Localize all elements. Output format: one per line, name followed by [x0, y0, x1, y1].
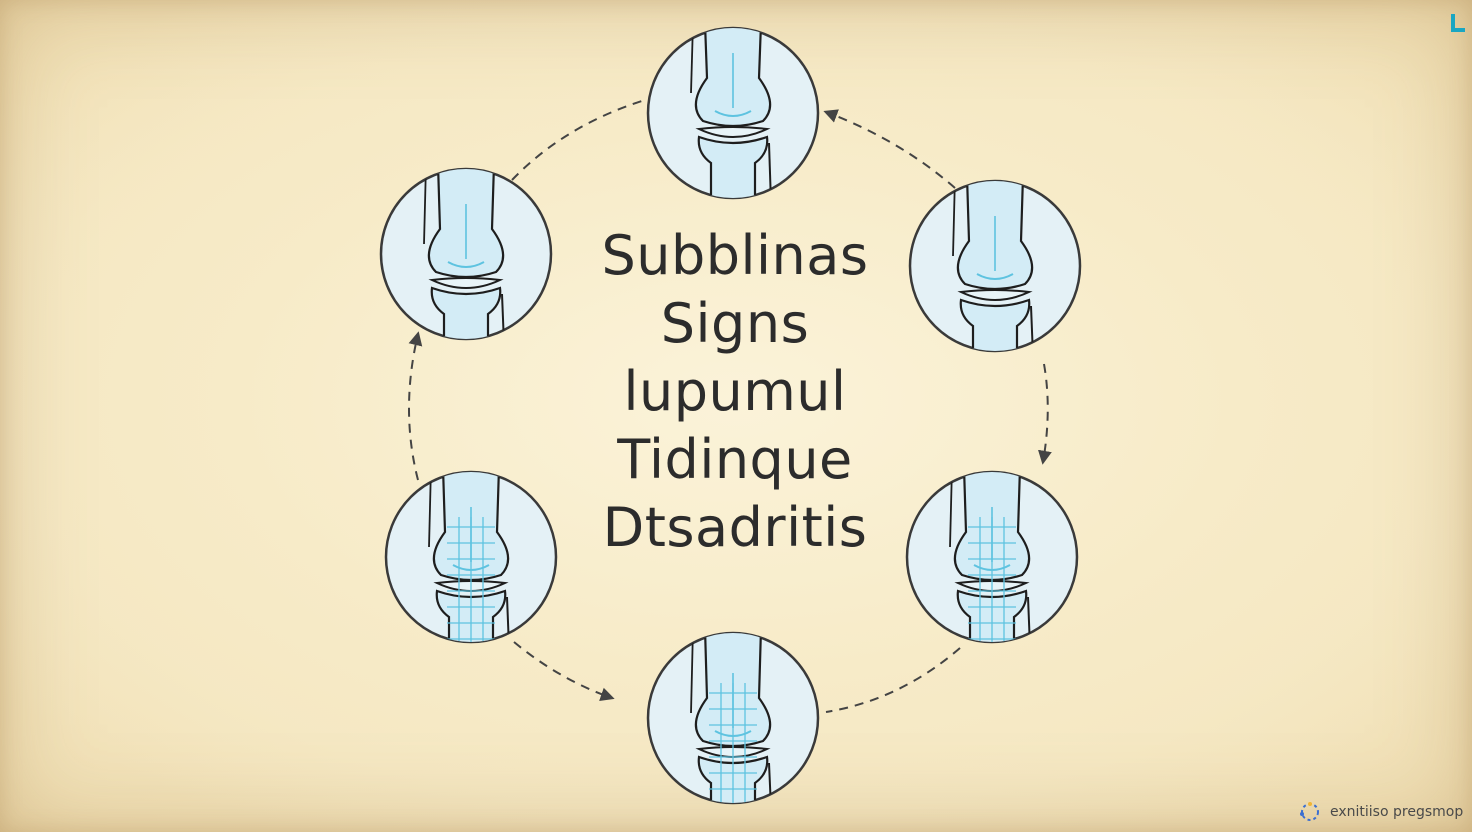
title-line-1: Subblinas [601, 224, 869, 287]
title-line-3: lupumul [623, 360, 847, 423]
watermark-text: exnitiiso pregsmop [1330, 804, 1464, 820]
arrow-lower-left-to-upper-left [408, 331, 423, 481]
stage-joint-upper-right [908, 179, 1082, 353]
stage-joint-lower-right [905, 470, 1079, 644]
title-line-2: Signs [660, 292, 810, 355]
title-line-4: Tidinque [617, 428, 853, 491]
stage-joint-upper-left [379, 167, 553, 341]
cycle-arrows [408, 99, 1052, 713]
knee-joint-icon [428, 472, 510, 642]
knee-joint-icon [952, 181, 1034, 351]
stage-joint-bottom [646, 631, 820, 805]
knee-joint-icon [690, 28, 772, 198]
arrow-lower-left-to-bottom [513, 641, 615, 701]
arrow-upper-right-to-lower-right [1038, 363, 1052, 465]
title-line-5: Dtsadritis [602, 496, 868, 559]
knee-joint-icon [423, 169, 505, 339]
watermark-icon [1300, 802, 1319, 821]
stage-joint-lower-left [384, 470, 558, 644]
watermark: exnitiiso pregsmop [1298, 800, 1463, 824]
corner-logo-icon [1451, 14, 1465, 32]
arrow-top-to-upper-right [823, 109, 956, 189]
knee-joint-icon [949, 472, 1031, 642]
arrow-upper-left-to-top [511, 99, 646, 181]
stage-joint-top [646, 26, 820, 200]
stage-circles [379, 26, 1082, 805]
arrow-lower-right-to-bottom [825, 647, 961, 713]
diagram-title: Subblinas Signs lupumul Tidinque Dtsadri… [560, 222, 910, 562]
